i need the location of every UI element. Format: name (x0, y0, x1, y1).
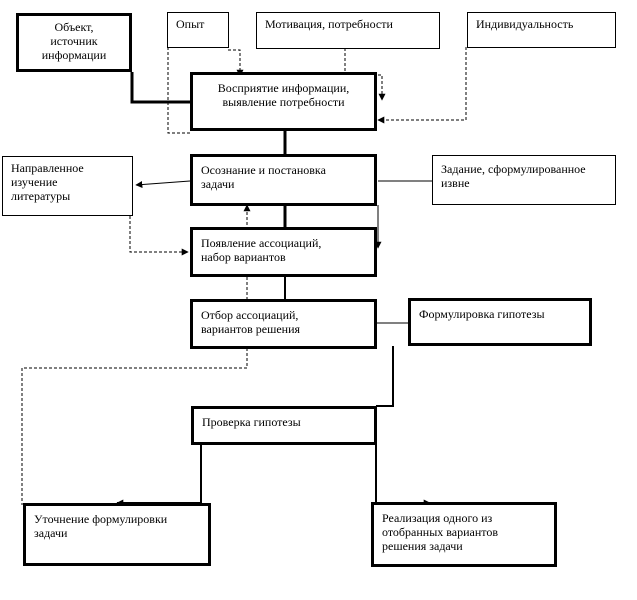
edge-individuality-to-perception (377, 47, 467, 124)
node-selection: Отбор ассоциаций, вариантов решения (190, 299, 377, 349)
node-information-source: Объект, источник информации (16, 13, 132, 72)
node-perception: Восприятие информации, выявление потребн… (190, 72, 377, 131)
node-external-task: Задание, сформулированное извне (432, 155, 616, 205)
edge-experience-to-perception (228, 49, 244, 77)
node-experience: Опыт (167, 12, 229, 48)
node-implementation: Реализация одного из отобранных варианто… (371, 502, 557, 567)
node-hypothesis: Формулировка гипотезы (408, 298, 592, 346)
node-hypothesis-verification: Проверка гипотезы (191, 406, 377, 445)
edge-verification-to-implementation (375, 445, 431, 507)
node-motivation: Мотивация, потребности (256, 12, 440, 49)
edge-selection-to-refinement (21, 348, 248, 505)
edge-experience-to-awareness (167, 47, 190, 134)
edge-verification-to-refinement (116, 445, 202, 507)
node-task-awareness: Осознание и постановка задачи (190, 154, 377, 206)
node-associations: Появление ассоциаций, набор вариантов (190, 227, 377, 277)
edge-source-to-perception (130, 72, 192, 104)
node-individuality: Индивидуальность (467, 12, 616, 48)
edge-literature-to-associations (129, 216, 189, 256)
edge-awareness-to-literature (135, 180, 191, 189)
node-literature-study: Направленное изучение литературы (2, 156, 133, 216)
edge-hypothesis-to-verification (376, 346, 394, 407)
node-task-refinement: Уточнение формулировки задачи (23, 503, 211, 566)
